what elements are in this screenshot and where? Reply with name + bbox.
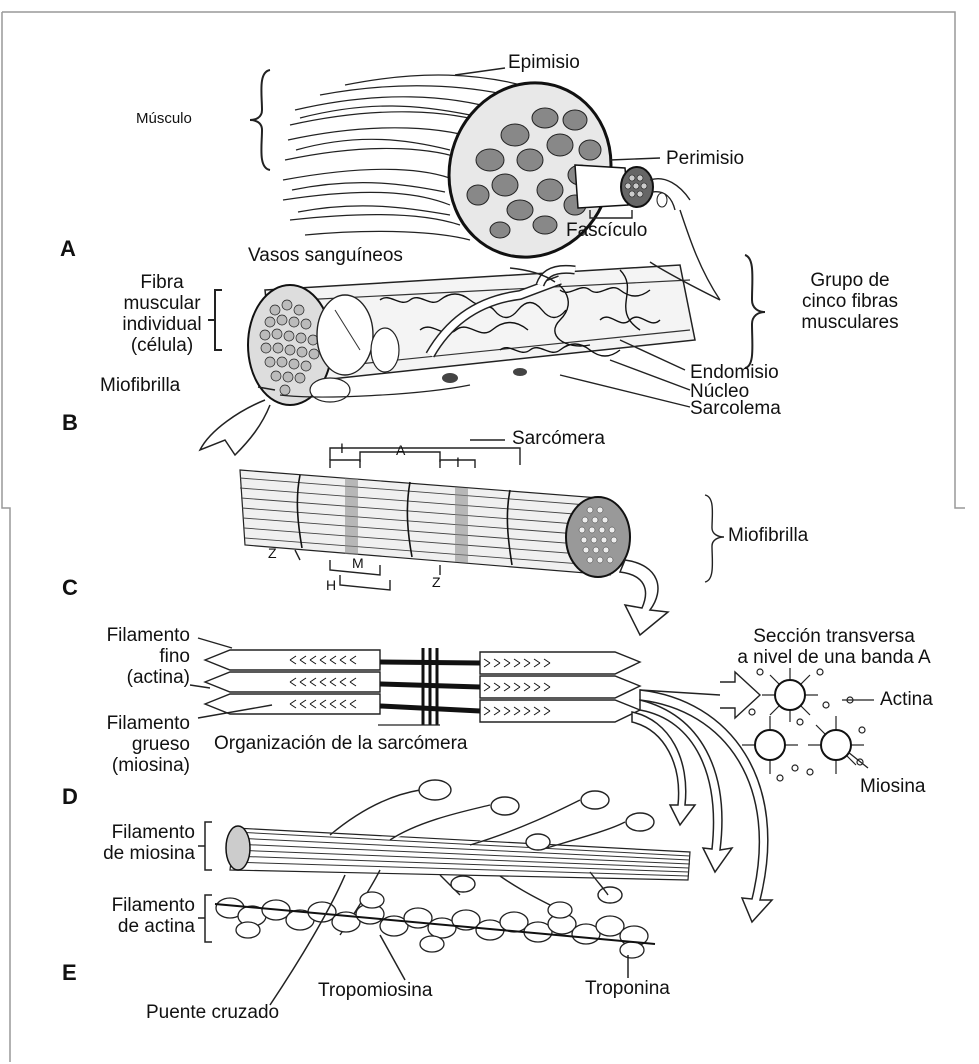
label-vasos-sanguineos: Vasos sanguíneos (248, 245, 403, 266)
panel-letter-a: A (60, 238, 76, 259)
label-filamento-grueso: Filamento grueso (miosina) (30, 713, 190, 776)
label-perimisio: Perimisio (666, 148, 744, 169)
seccion-line-1: Sección transversa (690, 626, 978, 647)
label-puente-cruzado: Puente cruzado (146, 1002, 279, 1023)
panel-letter-d: D (62, 786, 78, 807)
muscle-cross-section (425, 60, 690, 280)
label-filamento-actina: Filamento de actina (30, 895, 195, 937)
musculo-brace (250, 70, 270, 170)
fibra-line-1: Fibra (112, 272, 212, 293)
grueso-line-1: Filamento (30, 713, 190, 734)
label-epimisio: Epimisio (508, 52, 580, 73)
panel-letter-c: C (62, 577, 78, 598)
label-endomisio: Endomisio (690, 362, 779, 383)
label-seccion-transversa: Sección transversa a nivel de una banda … (690, 626, 978, 668)
actin-filament (215, 892, 655, 958)
fino-line-2: fino (30, 646, 190, 667)
fiber-group (248, 265, 695, 405)
grupo-line-2: cinco fibras (770, 291, 930, 312)
seccion-line-2: a nivel de una banda A (690, 647, 978, 668)
fibra-line-2: muscular (112, 293, 212, 314)
myofibril (240, 470, 630, 577)
label-band-i-left: I (340, 438, 344, 459)
filamento-actina-line-2: de actina (30, 916, 195, 937)
label-band-z-left: Z (268, 543, 277, 564)
label-band-m: M (352, 553, 364, 574)
filamento-actina-line-1: Filamento (30, 895, 195, 916)
arrows-d-to-e (632, 690, 772, 922)
label-fasciculo: Fascículo (566, 220, 647, 241)
label-band-h: H (326, 575, 336, 596)
label-fibra-muscular: Fibra muscular individual (célula) (112, 272, 212, 356)
filamento-miosina-line-2: de miosina (30, 843, 195, 864)
label-band-a: A (396, 440, 405, 461)
cross-section-detail (742, 668, 865, 781)
label-miofibrilla-c: Miofibrilla (728, 525, 808, 546)
sarcomere-organization (205, 648, 640, 725)
grupo-line-1: Grupo de (770, 270, 930, 291)
label-sarcomera: Sarcómera (512, 428, 605, 449)
fino-line-1: Filamento (30, 625, 190, 646)
label-filamento-miosina: Filamento de miosina (30, 822, 195, 864)
label-troponina: Troponina (585, 978, 670, 999)
arrow-b-to-c (200, 400, 270, 455)
label-miosina: Miosina (860, 776, 925, 797)
grueso-line-2: grueso (30, 734, 190, 755)
fibra-line-3: individual (112, 314, 212, 335)
fino-line-3: (actina) (30, 667, 190, 688)
panel-letter-e: E (62, 962, 77, 983)
label-sarcolema: Sarcolema (690, 398, 781, 419)
label-miofibrilla-b: Miofibrilla (100, 375, 180, 396)
label-grupo-fibras: Grupo de cinco fibras musculares (770, 270, 930, 333)
label-tropomiosina: Tropomiosina (318, 980, 432, 1001)
label-band-i-right: I (456, 452, 460, 473)
grupo-line-3: musculares (770, 312, 930, 333)
panel-letter-b: B (62, 412, 78, 433)
fibra-line-4: (célula) (112, 335, 212, 356)
grueso-line-3: (miosina) (30, 755, 190, 776)
label-band-z-right: Z (432, 572, 441, 593)
label-organizacion: Organización de la sarcómera (214, 733, 467, 754)
label-actina: Actina (880, 689, 933, 710)
arrow-c-to-d (620, 560, 668, 635)
filamento-miosina-line-1: Filamento (30, 822, 195, 843)
label-filamento-fino: Filamento fino (actina) (30, 625, 190, 688)
label-musculo: Músculo (136, 108, 192, 129)
